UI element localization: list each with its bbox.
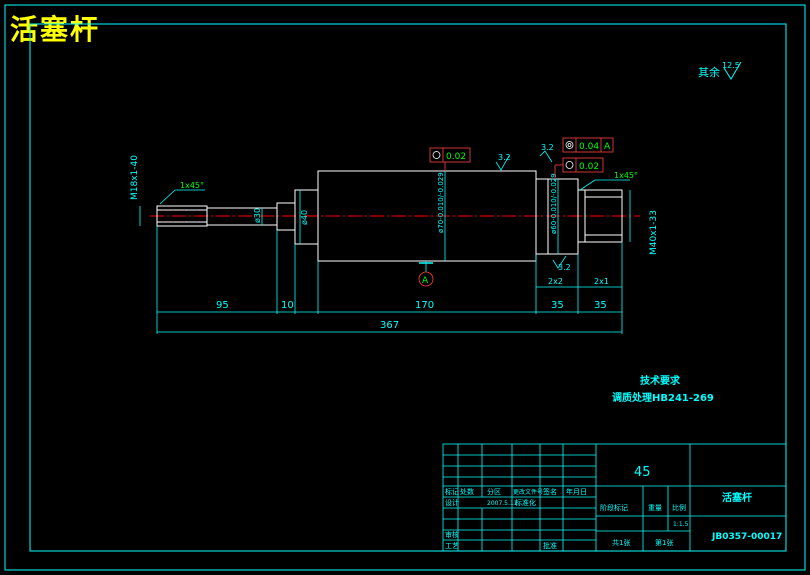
tb-review: 审核	[445, 530, 459, 539]
datum-a: A	[418, 261, 434, 287]
dim-2x2: 2x2	[548, 277, 563, 286]
tolerance-frame-1: 0.02	[429, 147, 471, 171]
roughness-mark-3	[552, 255, 567, 269]
dim-35b: 35	[594, 300, 607, 311]
drawing-title: 活塞杆	[10, 13, 101, 46]
tb-approve: 批准	[543, 541, 557, 550]
tb-weight: 重量	[648, 504, 662, 512]
tech-req-line1: 调质处理HB241-269	[612, 391, 714, 404]
tb-drawing-no: JB0357-00017	[711, 532, 782, 542]
dim-m40: M40x1-33	[649, 210, 659, 255]
technical-requirements: 技术要求 调质处理HB241-269	[612, 374, 714, 404]
tolerance-2-ref: A	[604, 142, 611, 152]
dim-367: 367	[380, 320, 399, 331]
dim-d40: ø40	[300, 210, 309, 225]
dim-95: 95	[216, 300, 229, 311]
tolerance-frame-3: 0.02	[554, 157, 604, 179]
dimension-texts: 95 10 170 35 35 367 2x2 2x1 1x45° 1x45° …	[130, 155, 659, 331]
tb-design: 设计	[445, 498, 459, 507]
title-block: 标记 处数 分区 更改文件号 签名 年月日 设计 2007.5.11 标准化 审…	[442, 443, 787, 552]
roughness-other-value: 12.5	[722, 61, 740, 70]
circular-runout-icon	[432, 151, 441, 159]
thread-m40-section	[577, 189, 623, 243]
roughness-mark-2	[539, 150, 553, 163]
concentricity-icon	[565, 141, 574, 149]
tb-count: 处数	[460, 487, 474, 496]
tb-scale: 比例	[672, 503, 686, 512]
tb-material: 45	[634, 465, 651, 480]
dim-35a: 35	[551, 300, 564, 311]
tb-process: 工艺	[445, 542, 459, 550]
roughness-other: 其余 12.5	[698, 61, 742, 80]
tb-scale-value: 1:1.5	[673, 521, 689, 528]
roughness-value-1: 3.2	[498, 153, 511, 162]
tb-doc-no: 更改文件号	[513, 488, 543, 496]
tb-stage-mark: 阶段标记	[600, 503, 628, 512]
drawing-border	[4, 4, 806, 571]
tb-sheets: 共1张	[612, 538, 630, 547]
tb-sign: 签名	[543, 487, 557, 496]
dim-d70: ø70-0.010/-0.029	[437, 172, 445, 233]
tolerance-1-value: 0.02	[446, 152, 466, 162]
roughness-other-label: 其余	[698, 65, 720, 79]
roughness-marks	[495, 150, 567, 269]
tb-mark: 标记	[445, 487, 459, 496]
dim-10: 10	[281, 300, 294, 311]
tb-sheet-no: 第1张	[655, 538, 673, 547]
tb-design-date: 2007.5.11	[487, 500, 518, 507]
dim-d60: ø60-0.010/-0.029	[550, 173, 558, 234]
tb-part-name: 活塞杆	[722, 491, 752, 504]
dim-d30: ø30	[253, 208, 262, 223]
dim-2x1: 2x1	[594, 277, 609, 286]
datum-label: A	[422, 276, 429, 286]
tolerance-frame-2: 0.04 A	[562, 137, 614, 153]
dim-chamfer-right: 1x45°	[614, 171, 638, 180]
dim-m18: M18x1-40	[130, 155, 140, 200]
tech-req-title: 技术要求	[640, 374, 681, 387]
tolerance-3-value: 0.02	[579, 162, 599, 172]
dim-170: 170	[415, 300, 434, 311]
tolerance-2-value: 0.04	[579, 142, 599, 152]
dim-chamfer-left: 1x45°	[180, 181, 204, 190]
part-outline	[156, 170, 623, 262]
dimension-lines	[139, 171, 631, 334]
roughness-mark-1	[495, 155, 510, 171]
tb-standardize: 标准化	[515, 498, 536, 507]
roughness-symbol	[723, 61, 742, 80]
circular-runout-icon	[565, 161, 574, 169]
tb-date: 年月日	[566, 487, 587, 496]
roughness-value-2: 3.2	[541, 143, 554, 152]
roughness-value-3: 3.2	[558, 263, 571, 272]
tb-zone: 分区	[487, 487, 501, 496]
